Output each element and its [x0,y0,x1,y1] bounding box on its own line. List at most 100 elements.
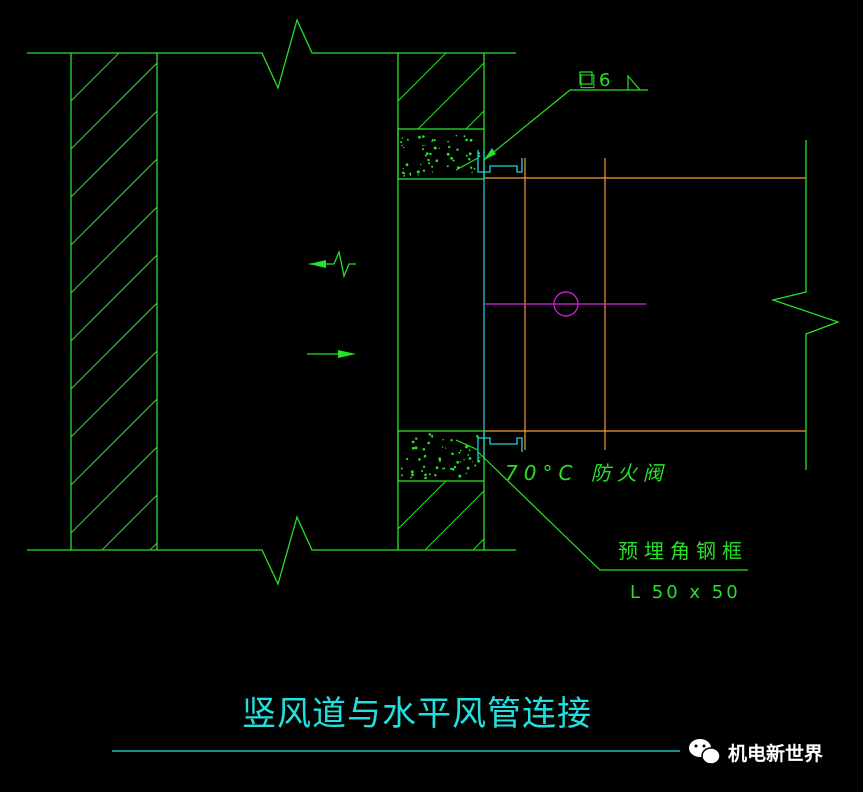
concrete-dot [414,446,418,450]
watermark: 机电新世界 [689,739,823,765]
concrete-dot [401,171,405,174]
concrete-dot [423,454,427,458]
concrete-dot [458,474,462,478]
concrete-dot [479,456,481,459]
hatch-line [71,350,157,438]
damper-label: 70°C 防火阀 [505,461,669,485]
hatch-line [398,159,484,245]
concrete-dot [453,465,457,469]
concrete-dot [431,139,434,141]
concrete-dot [424,476,427,480]
concrete-dot [446,165,449,168]
concrete-dot [406,457,409,461]
concrete-dot [424,154,427,157]
embedded-frame-label: 预埋角钢框 [618,539,748,563]
concrete-dot [449,467,452,470]
concrete-dot [477,459,481,463]
concrete-dot [431,435,434,438]
concrete-dot [463,459,465,461]
hatch-line [71,591,157,677]
hatch-line [71,254,157,342]
hatch-line [149,542,157,550]
concrete-dot [465,472,467,475]
concrete-dot [422,144,424,147]
concrete-dot [463,135,466,138]
hatch-line [398,207,484,293]
hatch-line [398,53,399,54]
concrete-dot [431,165,434,168]
concrete-dot [403,146,405,149]
hatch-line [465,110,484,129]
concrete-dot [424,144,426,146]
airflow-arrows [307,249,356,358]
concrete-dot [401,144,403,147]
hatch-line [71,158,157,246]
weld-mark-label: □6 [579,70,613,91]
hatch-line [398,587,484,673]
hatch-line [398,53,447,102]
concrete-dot [456,148,459,151]
concrete-dot [468,457,472,460]
concrete-dot [400,141,403,144]
concrete-dot [456,460,460,464]
hatch-line [472,538,484,550]
concrete-dot [465,154,468,157]
wall-hatching-right-bottom [398,481,484,673]
concrete-dot [422,135,425,138]
concrete-dot [464,445,468,449]
concrete-dot [421,470,424,472]
concrete-dot [409,172,412,175]
concrete-dot [473,167,476,170]
shaft-walls [27,18,516,586]
concrete-dot [411,440,415,444]
hatch-line [71,302,157,390]
wechat-icon [689,739,721,765]
concrete-dot [410,476,412,479]
hatch-line [71,62,157,150]
concrete-dot [450,439,453,442]
hatch-line [101,494,157,550]
concrete-dot [448,145,451,149]
concrete-dot [441,446,444,448]
concrete-dot [431,140,433,143]
concrete-dot [447,140,449,143]
concrete-dot [429,152,432,156]
concrete-dot [469,166,473,169]
concrete-dot [467,454,470,456]
hatch-line [71,398,157,486]
concrete-dot [405,163,409,167]
concrete-dot [401,474,404,477]
hatch-line [398,481,399,482]
concrete-dot [431,171,434,173]
airflow-arrow-left-icon [309,249,356,279]
concrete-dot [458,451,461,454]
concrete-dot [469,138,473,142]
concrete-dot [438,457,442,461]
concrete-dot [417,174,419,176]
concrete-dot [434,474,437,477]
concrete-dot [422,448,426,451]
hatch-line [71,53,120,102]
concrete-dot [402,168,404,170]
concrete-dot [401,137,404,139]
concrete-dot [465,138,468,142]
weld-square-icon [579,71,593,85]
wall-hatching-right-top [398,53,484,293]
concrete-dot [422,465,426,468]
embedded-angle-frame [477,150,523,460]
concrete-dot [411,473,414,477]
concrete-dot [428,433,432,436]
concrete-dot [455,134,458,137]
concrete-dot [466,466,470,470]
concrete-dot [427,441,431,445]
hatch-line [71,110,157,198]
concrete-dot [428,473,431,476]
concrete-dot [471,461,473,463]
concrete-dot [468,449,471,452]
concrete-dot [450,156,453,160]
concrete-dot [478,155,481,158]
horizontal-duct [483,140,840,470]
angle-size-label: L 50 x 50 [630,582,741,603]
